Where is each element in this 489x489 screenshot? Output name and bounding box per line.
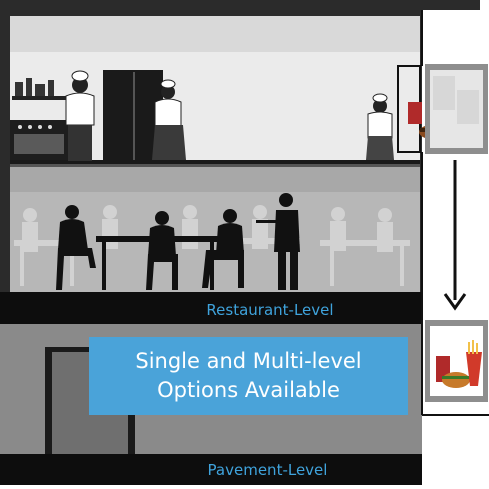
promo-line-2: Options Available — [157, 378, 340, 402]
waiter-icon — [256, 193, 300, 290]
promo-line-1: Single and Multi-level — [135, 349, 362, 373]
promo-banner: Single and Multi-level Options Available — [89, 337, 408, 415]
food-panel-bottom — [425, 320, 488, 402]
diner-icon — [56, 205, 96, 290]
flow-connector — [421, 10, 489, 416]
dining-table — [96, 236, 220, 290]
restaurant-level-label: Restaurant-Level — [140, 298, 400, 322]
chef-icon — [65, 70, 95, 161]
chef-icon — [366, 93, 394, 160]
food-panel-top — [425, 64, 488, 154]
pavement-level-label: Pavement-Level — [135, 458, 400, 482]
arrow-down-icon — [443, 160, 467, 311]
chef-icon — [152, 79, 186, 160]
floor-slab — [10, 164, 420, 192]
